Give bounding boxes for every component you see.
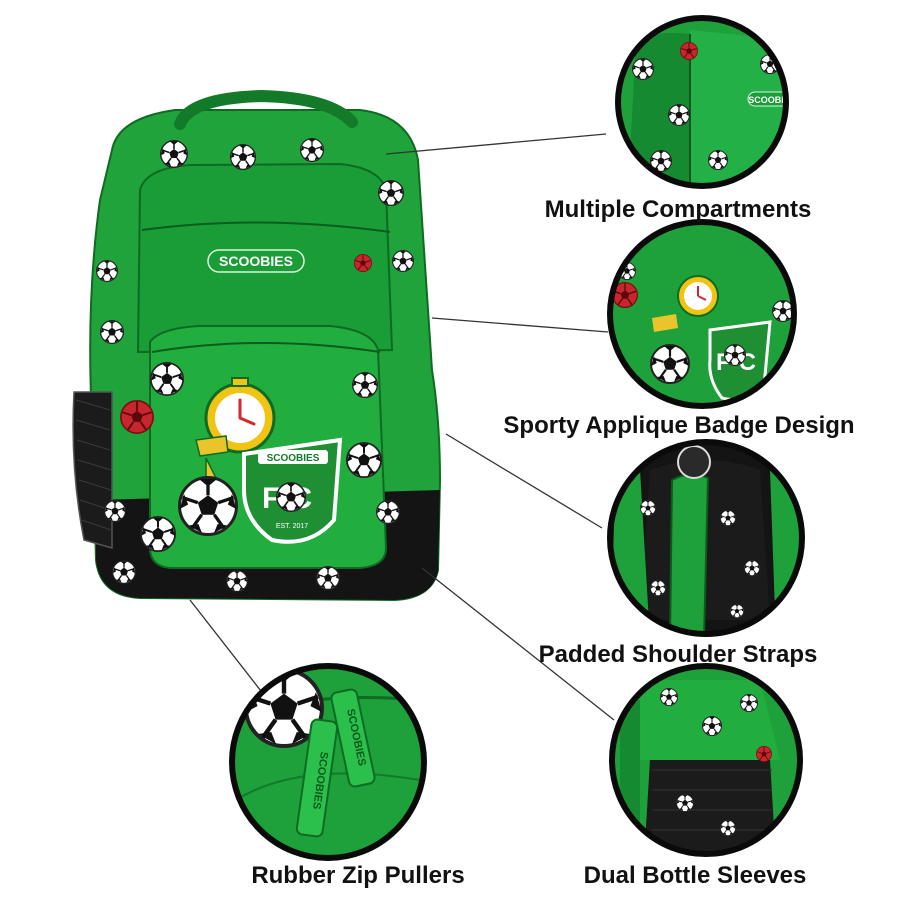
detail-ring-1 xyxy=(615,15,789,189)
detail-sleeves-image xyxy=(609,663,803,857)
backpack-main-image: SCOOBIES SCOOBIES FC EST. 2017 xyxy=(72,89,442,602)
fc-shield-badge: SCOOBIES FC EST. 2017 xyxy=(242,437,343,544)
caption-shoulder-straps: Padded Shoulder Straps xyxy=(538,641,818,668)
stopwatch-applique xyxy=(204,377,276,454)
detail-straps-image xyxy=(607,439,805,637)
detail-ring-2 xyxy=(607,219,797,409)
caption-applique-badge: Sporty Applique Badge Design xyxy=(503,412,855,439)
caption-zip-pullers: Rubber Zip Pullers xyxy=(251,862,465,889)
detail-brand-logo: SCOOBIES xyxy=(748,95,796,105)
badge-brand: SCOOBIES xyxy=(267,453,320,464)
detail-ring-5 xyxy=(609,663,803,857)
detail-pullers-image: SCOOBIES SCOOBIES xyxy=(229,663,427,861)
brand-logo: SCOOBIES xyxy=(219,253,293,269)
caption-multiple-compartments: Multiple Compartments xyxy=(544,196,812,223)
caption-bottle-sleeves: Dual Bottle Sleeves xyxy=(583,862,807,889)
detail-compartments-image: SCOOBIES xyxy=(615,15,796,189)
badge-est-text: EST. 2017 xyxy=(276,523,308,530)
detail-badge-image: FC xyxy=(607,219,797,409)
detail-ring-3 xyxy=(607,439,805,637)
detail-ring-4 xyxy=(229,663,427,861)
callout-lines xyxy=(189,133,615,721)
